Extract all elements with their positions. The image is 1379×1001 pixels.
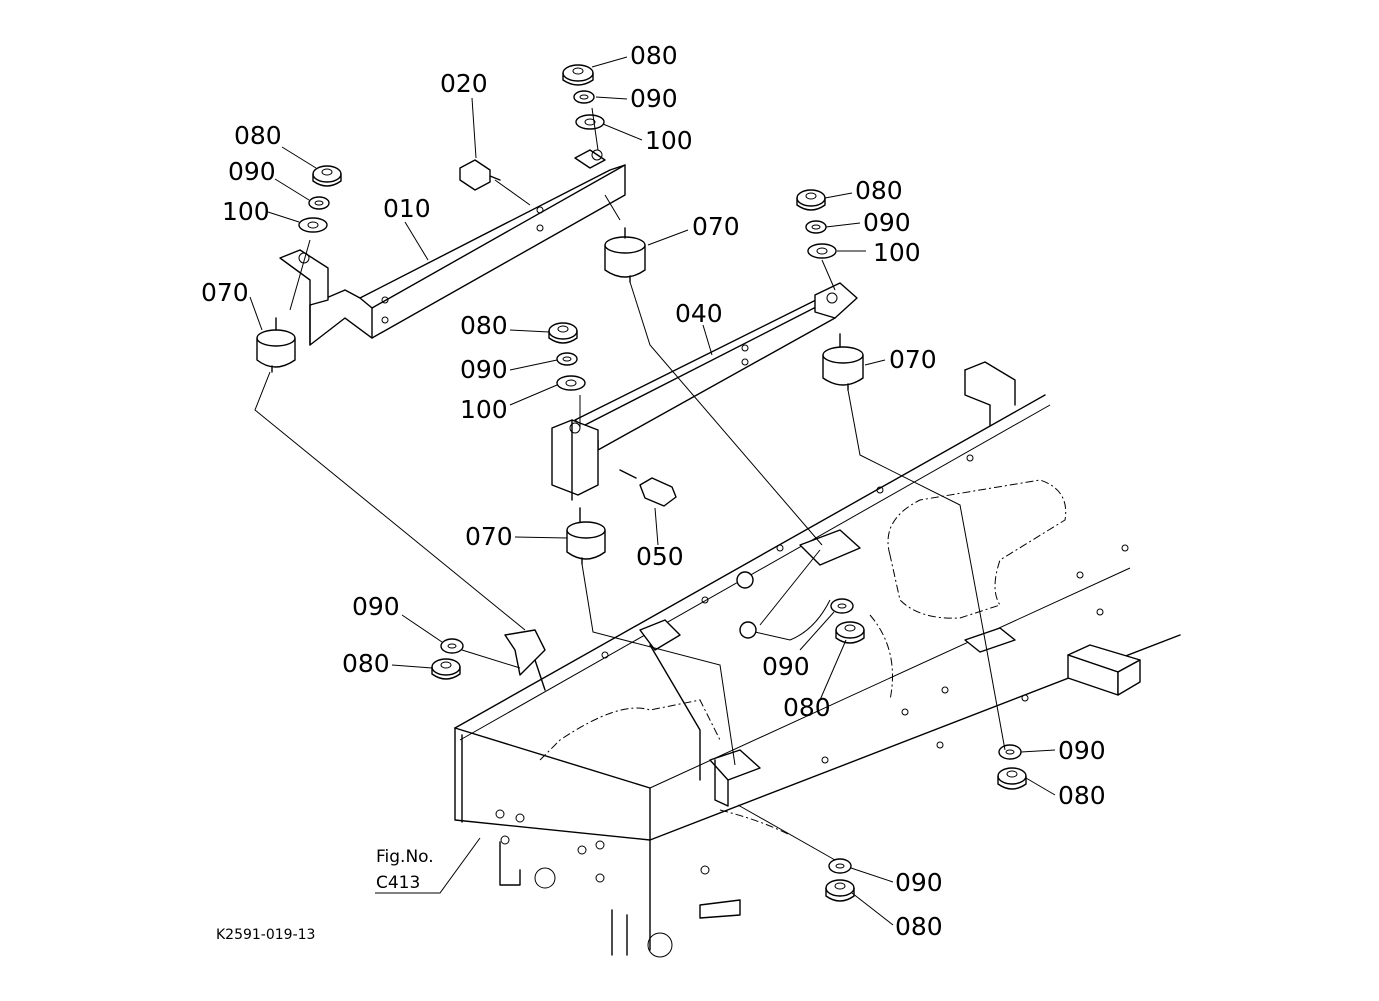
- label-l16: 080: [460, 311, 508, 340]
- bolt-050: [619, 469, 677, 507]
- label-l17: 090: [460, 355, 508, 384]
- hardware-bottom-left: [431, 638, 464, 680]
- bracket-040: [551, 282, 858, 501]
- label-l28: 080: [895, 912, 943, 941]
- label-l11: 080: [855, 176, 903, 205]
- label-l10: 070: [692, 212, 740, 241]
- hardware-bottom: [825, 858, 855, 902]
- label-l2: 090: [630, 84, 678, 113]
- label-l23: 090: [762, 652, 810, 681]
- label-l22: 080: [342, 649, 390, 678]
- label-l27: 090: [895, 868, 943, 897]
- label-l21: 090: [352, 592, 400, 621]
- drawing-id: K2591-019-13: [216, 927, 315, 943]
- hardware-stack-right: [796, 189, 837, 259]
- label-l8: 010: [383, 194, 431, 223]
- rubber-mount-070-d: [566, 507, 606, 565]
- leader-lines: [249, 56, 1056, 926]
- label-l12: 090: [863, 208, 911, 237]
- label-l3: 100: [645, 126, 693, 155]
- label-l4: 020: [440, 69, 488, 98]
- hardware-stack-top: [562, 64, 605, 130]
- label-l20: 070: [465, 522, 513, 551]
- fig-ref-line2: C413: [376, 873, 420, 893]
- hardware-center: [830, 598, 865, 644]
- label-l14: 040: [675, 299, 723, 328]
- fig-ref-line1: Fig.No.: [376, 847, 434, 867]
- label-l5: 080: [234, 121, 282, 150]
- hardware-stack-left: [298, 165, 342, 233]
- label-l6: 090: [228, 157, 276, 186]
- bolt-020: [459, 159, 501, 191]
- assembly-lines: [254, 107, 1006, 861]
- rubber-mount-070-c: [822, 333, 864, 391]
- label-l18: 100: [460, 395, 508, 424]
- part-labels: 080 090 100 020 080 090 100 010 070 070 …: [201, 41, 1106, 941]
- label-l26: 080: [1058, 781, 1106, 810]
- rubber-mount-070-a: [256, 317, 296, 373]
- hardware-stack-middle: [548, 322, 586, 391]
- label-l9: 070: [201, 278, 249, 307]
- label-l7: 100: [222, 197, 270, 226]
- rubber-mount-070-b: [604, 227, 646, 283]
- frame: [454, 361, 1181, 958]
- bracket-010: [279, 149, 626, 346]
- label-l15: 070: [889, 345, 937, 374]
- hardware-right: [997, 744, 1027, 790]
- label-l24: 080: [783, 693, 831, 722]
- label-l19: 050: [636, 542, 684, 571]
- label-l1: 080: [630, 41, 678, 70]
- label-l25: 090: [1058, 736, 1106, 765]
- label-l13: 100: [873, 238, 921, 267]
